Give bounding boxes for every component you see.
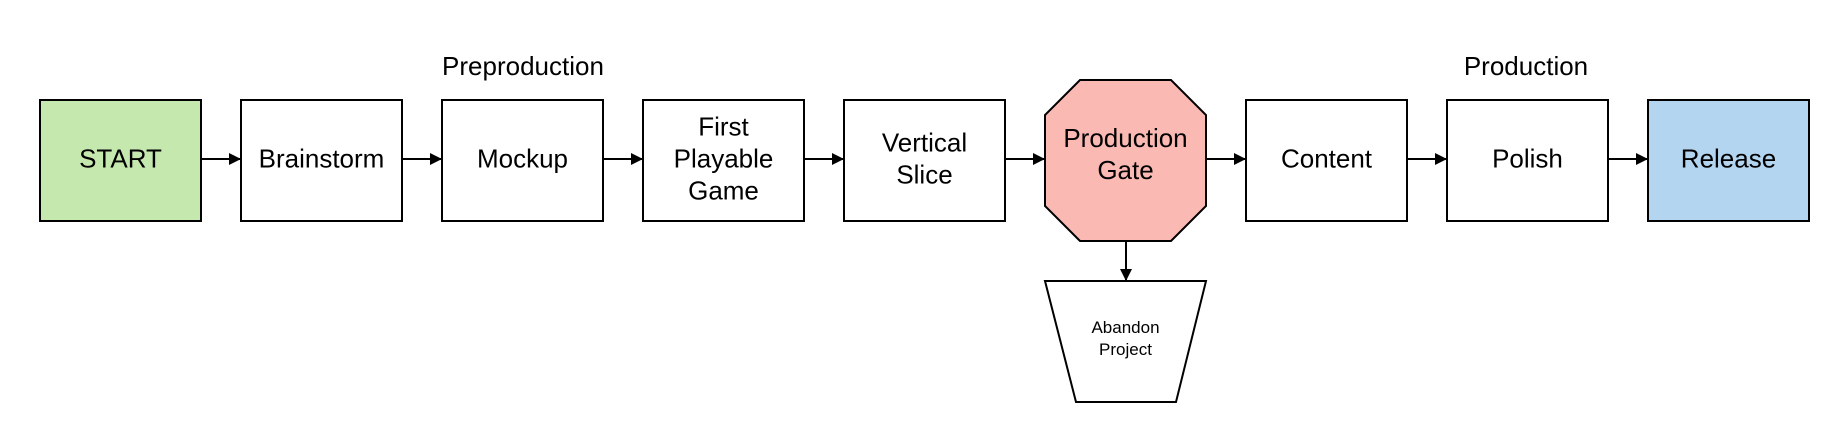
- node-content-label-line: Content: [1281, 143, 1373, 173]
- node-mockup: [441, 99, 604, 222]
- node-production-gate-label-line: Production: [1063, 123, 1187, 153]
- node-abandon-project: [1043, 280, 1208, 403]
- node-first-playable-game: [642, 99, 805, 222]
- node-start-label-line: START: [79, 143, 162, 173]
- node-start-label: START: [79, 143, 162, 173]
- node-release-label: Release: [1681, 143, 1776, 173]
- node-vertical-slice-label-line: Vertical: [882, 127, 967, 157]
- node-production-gate-label-line: Gate: [1097, 155, 1153, 185]
- node-first-playable-game-label-line: First: [698, 111, 749, 141]
- node-polish-label-line: Polish: [1492, 143, 1563, 173]
- node-polish-label: Polish: [1492, 143, 1563, 173]
- node-release: [1647, 99, 1810, 222]
- node-mockup-label-line: Mockup: [477, 143, 568, 173]
- phase-label-production: Production: [1464, 51, 1588, 81]
- node-brainstorm: [240, 99, 403, 222]
- node-content-label: Content: [1281, 143, 1373, 173]
- node-production-gate: [1044, 79, 1207, 242]
- node-start: [39, 99, 202, 222]
- node-first-playable-game-label-line: Game: [688, 175, 759, 205]
- node-vertical-slice: [843, 99, 1006, 222]
- node-brainstorm-label-line: Brainstorm: [259, 143, 385, 173]
- node-content: [1245, 99, 1408, 222]
- node-brainstorm-label: Brainstorm: [259, 143, 385, 173]
- node-mockup-label: Mockup: [477, 143, 568, 173]
- node-first-playable-game-label-line: Playable: [674, 143, 774, 173]
- node-release-label-line: Release: [1681, 143, 1776, 173]
- phase-label-preproduction: Preproduction: [442, 51, 604, 81]
- node-abandon-project-label-line: Project: [1099, 340, 1152, 359]
- node-abandon-project-label-line: Abandon: [1091, 318, 1159, 337]
- node-vertical-slice-label-line: Slice: [896, 159, 952, 189]
- node-polish: [1446, 99, 1609, 222]
